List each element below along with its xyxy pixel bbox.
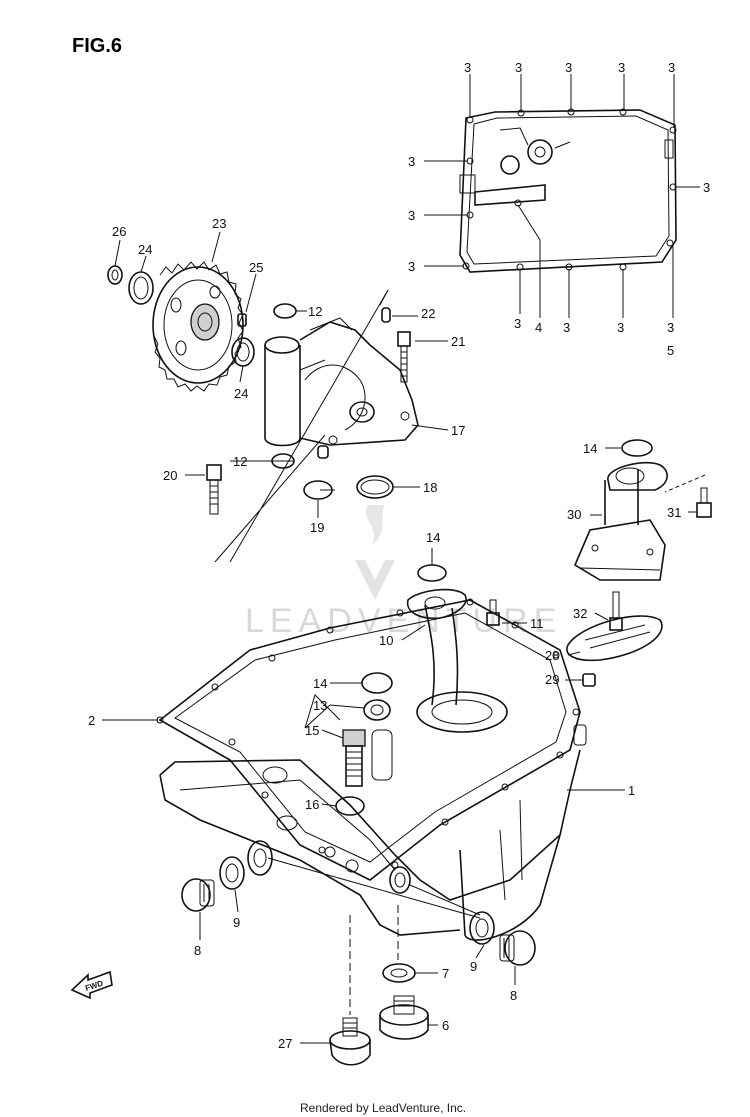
callout-31: 31 xyxy=(667,505,681,520)
callout-22: 22 xyxy=(421,306,435,321)
callout-3: 3 xyxy=(565,60,572,75)
screw-29 xyxy=(582,673,596,687)
callout-11: 11 xyxy=(530,616,544,631)
oil-pan-gasket xyxy=(156,598,581,881)
callout-3: 3 xyxy=(668,60,675,75)
callout-28: 28 xyxy=(545,648,559,663)
callout-30: 30 xyxy=(567,507,581,522)
watermark-text: LEADVENTURE xyxy=(245,602,562,640)
callout-3: 3 xyxy=(667,320,674,335)
callout-29: 29 xyxy=(545,672,559,687)
callout-3: 3 xyxy=(464,60,471,75)
drain-plug-8-right xyxy=(499,930,536,966)
callout-16: 16 xyxy=(305,797,319,812)
callout-21: 21 xyxy=(451,334,465,349)
leaders-pump xyxy=(185,289,449,563)
oil-pump-gear xyxy=(152,261,244,392)
callout-3: 3 xyxy=(408,259,415,274)
leaders-item-3 xyxy=(424,74,700,318)
pipe-bolt-11 xyxy=(486,599,500,626)
cooler-bolt-31 xyxy=(696,487,712,518)
callout-25: 25 xyxy=(249,260,263,275)
callout-12: 12 xyxy=(233,454,247,469)
callout-8: 8 xyxy=(510,988,517,1003)
callout-2: 2 xyxy=(88,713,95,728)
callout-23: 23 xyxy=(212,216,226,231)
callout-17: 17 xyxy=(451,423,465,438)
callout-27: 27 xyxy=(278,1036,292,1051)
forward-arrow-icon: FWD xyxy=(70,970,113,1000)
cooler-cover-30 xyxy=(573,461,668,581)
callout-3: 3 xyxy=(617,320,624,335)
callout-18: 18 xyxy=(423,480,437,495)
oil-strainer-cover-gasket xyxy=(459,108,677,273)
callout-15: 15 xyxy=(305,723,319,738)
plug-6 xyxy=(379,995,429,1040)
callout-1: 1 xyxy=(628,783,635,798)
screw-32 xyxy=(609,591,623,631)
callout-8: 8 xyxy=(194,943,201,958)
callout-3: 3 xyxy=(563,320,570,335)
o-ring-14-cooler xyxy=(621,439,653,457)
callout-3: 3 xyxy=(515,60,522,75)
callout-19: 19 xyxy=(310,520,324,535)
washer-7 xyxy=(382,963,416,983)
callout-3: 3 xyxy=(703,180,710,195)
oil-pump-body xyxy=(264,317,419,447)
callout-26: 26 xyxy=(112,224,126,239)
leaders-gear xyxy=(114,231,257,383)
callout-6: 6 xyxy=(442,1018,449,1033)
pump-bolt-21 xyxy=(397,331,411,383)
callout-5: 5 xyxy=(667,343,674,358)
callout-3: 3 xyxy=(618,60,625,75)
oil-pan xyxy=(159,724,587,941)
pump-o-rings xyxy=(271,303,394,500)
callout-9: 9 xyxy=(470,959,477,974)
callout-7: 7 xyxy=(442,966,449,981)
callout-24: 24 xyxy=(234,386,248,401)
pump-bolt-20 xyxy=(206,464,222,515)
leaders-drain xyxy=(199,857,516,1044)
callout-3: 3 xyxy=(408,154,415,169)
callout-14: 14 xyxy=(583,441,597,456)
callouts-item-3: 3 3 3 3 3 3 3 3 3 3 3 3 3 4 5 xyxy=(408,60,710,358)
drain-group-13-16 xyxy=(335,672,393,816)
washer-9-right xyxy=(469,911,495,945)
strainer-plate-28 xyxy=(566,615,663,662)
footer-credit: Rendered by LeadVenture, Inc. xyxy=(300,1101,466,1115)
oil-strainer-pipe xyxy=(406,588,508,733)
small-parts-gear-side xyxy=(107,265,255,367)
drain-plug-8-left xyxy=(181,878,215,912)
callout-9: 9 xyxy=(233,915,240,930)
callout-24: 24 xyxy=(138,242,152,257)
callout-3: 3 xyxy=(408,208,415,223)
callout-10: 10 xyxy=(379,633,393,648)
callout-32: 32 xyxy=(573,606,587,621)
o-ring-14-pipe xyxy=(417,564,447,582)
callout-14: 14 xyxy=(313,676,327,691)
callout-20: 20 xyxy=(163,468,177,483)
sensor-27 xyxy=(329,1017,371,1066)
leaders-pan xyxy=(102,548,625,807)
callout-4: 4 xyxy=(535,320,542,335)
callout-13: 13 xyxy=(313,698,327,713)
leaders-cooler xyxy=(565,447,706,681)
callout-14: 14 xyxy=(426,530,440,545)
callout-12: 12 xyxy=(308,304,322,319)
watermark: LEADVENTURE xyxy=(245,505,562,640)
callout-3: 3 xyxy=(514,316,521,331)
washer-9-left xyxy=(219,856,245,890)
figure-label: FIG.6 xyxy=(72,35,122,57)
dowel-pin-22 xyxy=(381,307,391,323)
